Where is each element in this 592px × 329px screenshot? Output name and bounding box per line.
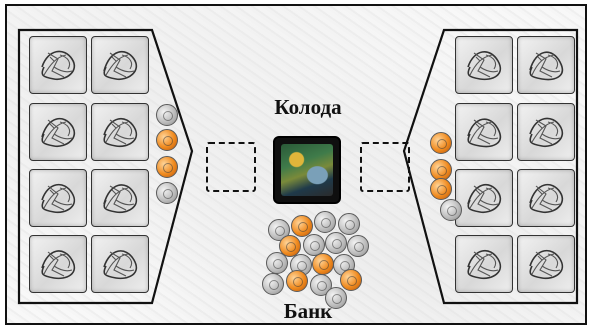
silver-coin-icon[interactable] [156, 104, 178, 126]
creature-sketch-icon [41, 50, 76, 81]
creature-sketch-icon [529, 249, 564, 280]
creature-sketch-icon [529, 117, 564, 148]
player-tile[interactable] [517, 235, 575, 293]
creature-sketch-icon [103, 118, 138, 148]
player-tile[interactable] [455, 103, 513, 161]
silver-coin-icon[interactable] [325, 287, 347, 309]
deck-label: Колода [274, 95, 342, 119]
creature-sketch-icon [41, 183, 76, 214]
player-tile[interactable] [91, 235, 149, 293]
player-tile[interactable] [517, 36, 575, 94]
creature-sketch-icon [529, 183, 564, 214]
player-tile[interactable] [517, 169, 575, 227]
player-tile[interactable] [517, 103, 575, 161]
creature-sketch-icon [467, 250, 502, 280]
gold-coin-icon[interactable] [286, 270, 308, 292]
player-tile[interactable] [455, 169, 513, 227]
gold-coin-icon[interactable] [430, 132, 452, 154]
deck-card-art [281, 144, 333, 196]
bank-label: Банк [283, 299, 333, 323]
player-tile[interactable] [29, 36, 87, 94]
silver-coin-icon[interactable] [347, 235, 369, 257]
card-deck-icon[interactable] [273, 136, 341, 204]
player-tile[interactable] [91, 103, 149, 161]
silver-coin-icon[interactable] [262, 273, 284, 295]
left-player-area-outline [17, 28, 194, 305]
silver-coin-icon[interactable] [338, 213, 360, 235]
game-board: Колода Банк [5, 4, 587, 325]
gold-coin-icon[interactable] [312, 253, 334, 275]
player-tile[interactable] [29, 235, 87, 293]
creature-sketch-icon [41, 250, 76, 280]
creature-sketch-icon [103, 184, 138, 214]
player-area-outlines [17, 28, 579, 305]
left-card-slot[interactable] [206, 142, 256, 192]
player-tile[interactable] [29, 169, 87, 227]
right-card-slot[interactable] [360, 142, 410, 192]
right-player-area-outline [402, 28, 579, 305]
player-tile[interactable] [455, 36, 513, 94]
silver-coin-icon[interactable] [266, 252, 288, 274]
player-tile[interactable] [91, 169, 149, 227]
silver-coin-icon[interactable] [156, 182, 178, 204]
gold-coin-icon[interactable] [430, 178, 452, 200]
gold-coin-icon[interactable] [279, 235, 301, 257]
silver-coin-icon[interactable] [314, 211, 336, 233]
gold-coin-icon[interactable] [291, 215, 313, 237]
player-tile[interactable] [455, 235, 513, 293]
gold-coin-icon[interactable] [156, 156, 178, 178]
creature-sketch-icon [467, 118, 502, 148]
creature-sketch-icon [103, 250, 138, 280]
creature-sketch-icon [467, 51, 502, 81]
creature-sketch-icon [41, 117, 76, 148]
gold-coin-icon[interactable] [340, 269, 362, 291]
gold-coin-icon[interactable] [156, 129, 178, 151]
silver-coin-icon[interactable] [440, 199, 462, 221]
creature-sketch-icon [103, 50, 138, 81]
player-tile[interactable] [91, 36, 149, 94]
silver-coin-icon[interactable] [325, 232, 347, 254]
creature-sketch-icon [529, 51, 564, 81]
player-tile[interactable] [29, 103, 87, 161]
creature-sketch-icon [467, 183, 502, 214]
